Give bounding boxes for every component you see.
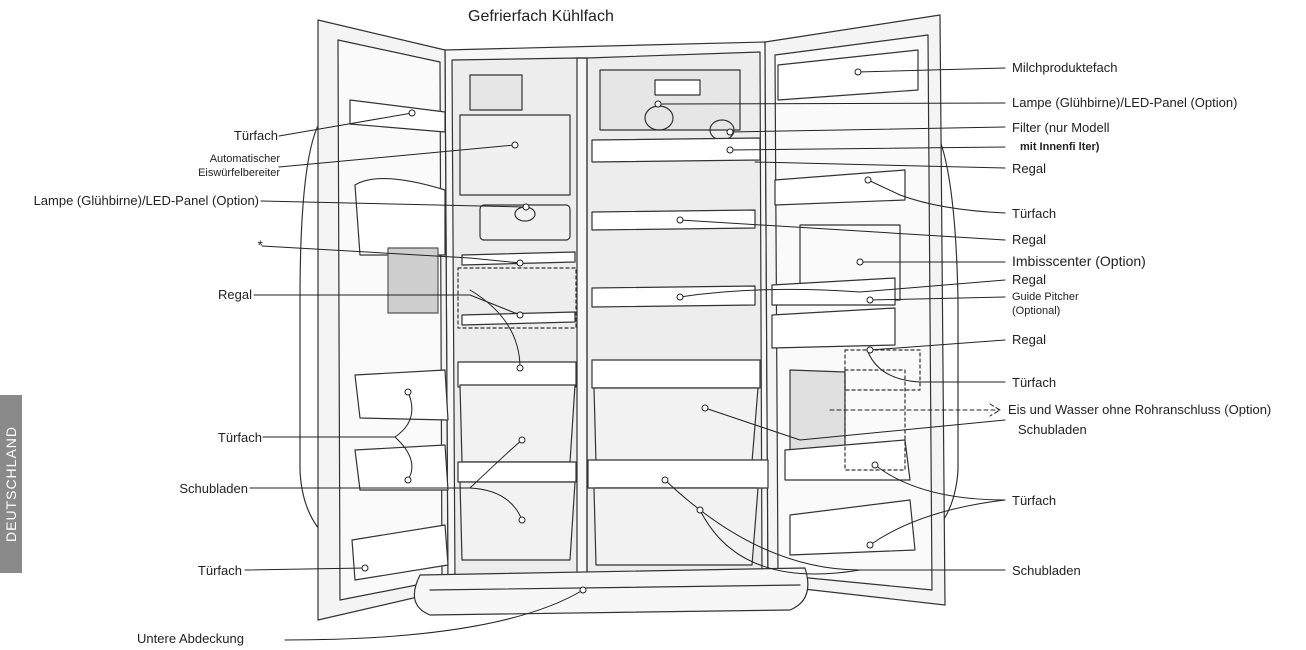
label-tuerfach-right-1: Türfach — [1012, 206, 1057, 221]
bottom-cover-shape — [413, 567, 809, 616]
label-eis-wasser: Eis und Wasser ohne Rohranschluss (Optio… — [1008, 402, 1272, 417]
label-eisbereiter-line1: Automatischer — [209, 153, 280, 165]
label-guide-pitcher-line1: Guide Pitcher — [1012, 291, 1079, 303]
diagram-title: Gefrierfach Kühlfach — [468, 8, 614, 25]
label-regal-right-2: Regal — [1012, 232, 1046, 247]
label-regal-right-4: Regal — [1012, 332, 1046, 347]
label-tuerfach-left-3: Türfach — [197, 563, 242, 578]
fridge-interior — [587, 69, 921, 566]
label-regal-right-1: Regal — [1012, 161, 1046, 176]
label-tuerfach-right-2: Türfach — [1012, 375, 1057, 390]
label-lampe-left: Lampe (Glühbirne)/LED-Panel (Option) — [33, 193, 259, 208]
label-schubladen-left: Schubladen — [179, 481, 248, 496]
label-filter-line1: Filter (nur Modell — [1012, 120, 1110, 135]
freezer-door — [317, 19, 449, 621]
label-asterisk: * — [257, 237, 263, 253]
label-tuerfach-left-2: Türfach — [217, 430, 262, 445]
label-milchproduktefach: Milchproduktefach — [1012, 60, 1118, 75]
leader-lines-left — [244, 112, 584, 641]
side-language-tab: DEUTSCHLAND — [0, 395, 22, 573]
label-tuerfach-left-1: Türfach — [233, 128, 278, 143]
fridge-door — [764, 14, 946, 606]
label-lampe-right: Lampe (Glühbirne)/LED-Panel (Option) — [1012, 95, 1238, 110]
label-filter-line2: mit Innenfi lter) — [1020, 141, 1100, 153]
label-tuerfach-right-3: Türfach — [1012, 493, 1057, 508]
label-schubladen-right-2: Schubladen — [1012, 563, 1081, 578]
pointer-dots — [361, 68, 879, 594]
leader-lines-right — [657, 67, 1006, 575]
label-untere-abdeckung: Untere Abdeckung — [137, 631, 244, 646]
label-eisbereiter-line2: Eiswürfelbereiter — [198, 167, 280, 179]
label-schubladen-right-1: Schubladen — [1018, 422, 1087, 437]
label-guide-pitcher-line2: (Optional) — [1012, 305, 1061, 317]
label-regal-right-3: Regal — [1012, 272, 1046, 287]
label-imbisscenter: Imbisscenter (Option) — [1012, 253, 1146, 269]
freezer-interior — [457, 74, 577, 561]
label-regal-left: Regal — [218, 287, 252, 302]
